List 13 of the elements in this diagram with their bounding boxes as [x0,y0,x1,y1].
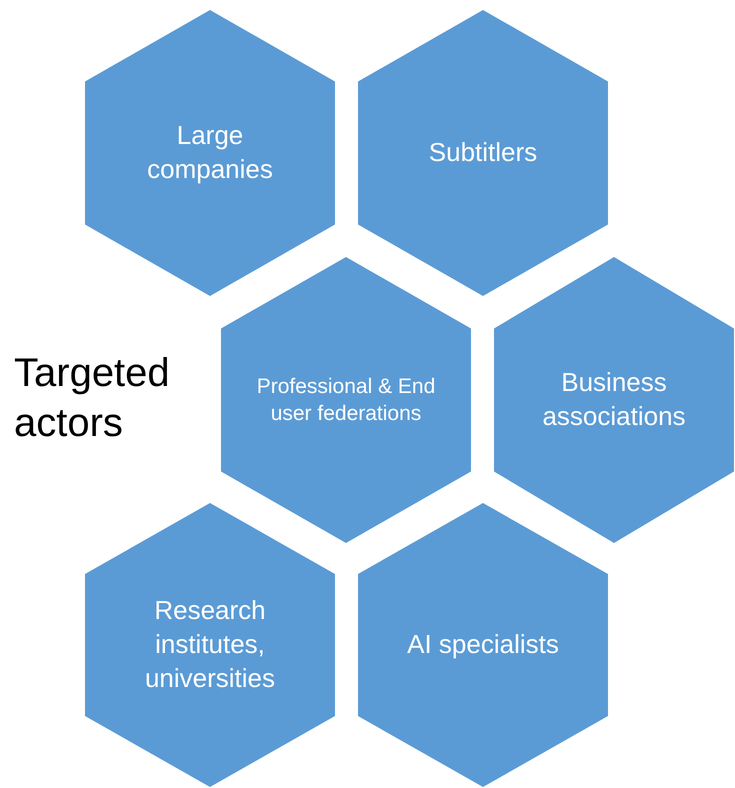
side-heading: Targeted actors [14,350,171,447]
hexagon-label: Business associations [541,366,687,433]
hexagon [85,10,335,296]
hexagon-label: Subtitlers [428,136,538,170]
hexagon [221,257,471,543]
hexagon [85,503,335,787]
hexagon-label: Professional & End user federations [256,374,436,427]
hexagon-label: Research institutes, universities [144,594,276,695]
hexagon [494,257,734,543]
hexagon [358,10,608,296]
hexagon-label: AI specialists [406,628,560,662]
hexagon-label: Large companies [146,119,274,186]
hexagon [358,503,608,787]
